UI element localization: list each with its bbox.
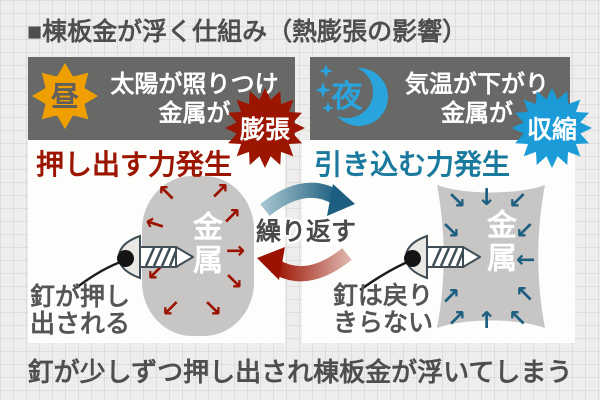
outward-arrow: → (226, 238, 246, 264)
inward-arrow: ↗ (447, 306, 467, 332)
inward-arrow: ↙ (508, 188, 528, 214)
night-headline-line2: 金属が (441, 99, 513, 127)
inward-arrow: ↘ (441, 218, 461, 244)
outward-arrow: ↗ (222, 204, 242, 230)
outward-arrow: ↙ (161, 296, 181, 322)
day-nail-note: 釘が押し 出される (30, 284, 130, 338)
inward-arrow: ↖ (515, 282, 535, 308)
page-title: ■棟板金が浮く仕組み（熱膨張の影響） (27, 18, 468, 46)
moon-icon: 夜 (314, 59, 388, 138)
inward-arrow: ↑ (477, 308, 497, 334)
contracting-metal-shape (433, 180, 549, 338)
night-nail-note-line2: きらない (333, 309, 434, 337)
contraction-badge: 収縮 (512, 88, 592, 168)
bottom-caption: 釘が少しずつ押し出され棟板金が浮いてしまう (27, 357, 573, 387)
inward-arrow: ↙ (515, 218, 535, 244)
callout-dot (404, 250, 421, 267)
day-nail-note-line2: 出される (30, 310, 131, 338)
outward-arrow: ↘ (203, 296, 223, 322)
outward-arrow: ↖ (157, 181, 177, 207)
night-headline: 気温が下がり 金属が (388, 70, 566, 128)
cycle-label: 繰り返す (256, 218, 357, 246)
day-headline-line1: 太陽が照りつけ (110, 70, 279, 98)
inward-arrow: ↓ (477, 185, 497, 211)
outward-arrow: ↗ (210, 179, 230, 205)
night-nail-note: 釘は戻り きらない (333, 283, 433, 337)
expansion-badge: 膨張 (225, 88, 305, 168)
inward-arrow: ↗ (441, 284, 461, 310)
night-headline-line1: 気温が下がり (405, 70, 549, 98)
callout-dot (117, 250, 134, 267)
night-force-label: 引き込む力発生 (314, 149, 511, 180)
day-metal-label: 金属 (188, 211, 221, 277)
inward-arrow: ↖ (508, 306, 528, 332)
outward-arrow: ↘ (224, 269, 244, 295)
day-headline-line2: 金属が (158, 99, 231, 127)
day-force-label: 押し出す力発生 (36, 149, 233, 180)
day-icon-label: 昼 (51, 81, 79, 112)
inward-arrow: ↘ (447, 188, 467, 214)
cycle-arrows-icon (257, 176, 355, 293)
inward-arrow: ← (516, 247, 536, 273)
night-icon-label: 夜 (331, 79, 364, 114)
day-nail-note-line1: 釘が押し (30, 283, 131, 311)
night-metal-label: 金属 (482, 209, 515, 275)
night-nail-note-line1: 釘は戻り (333, 282, 434, 310)
screw-icon (403, 234, 485, 285)
sun-icon: 昼 (32, 63, 98, 134)
